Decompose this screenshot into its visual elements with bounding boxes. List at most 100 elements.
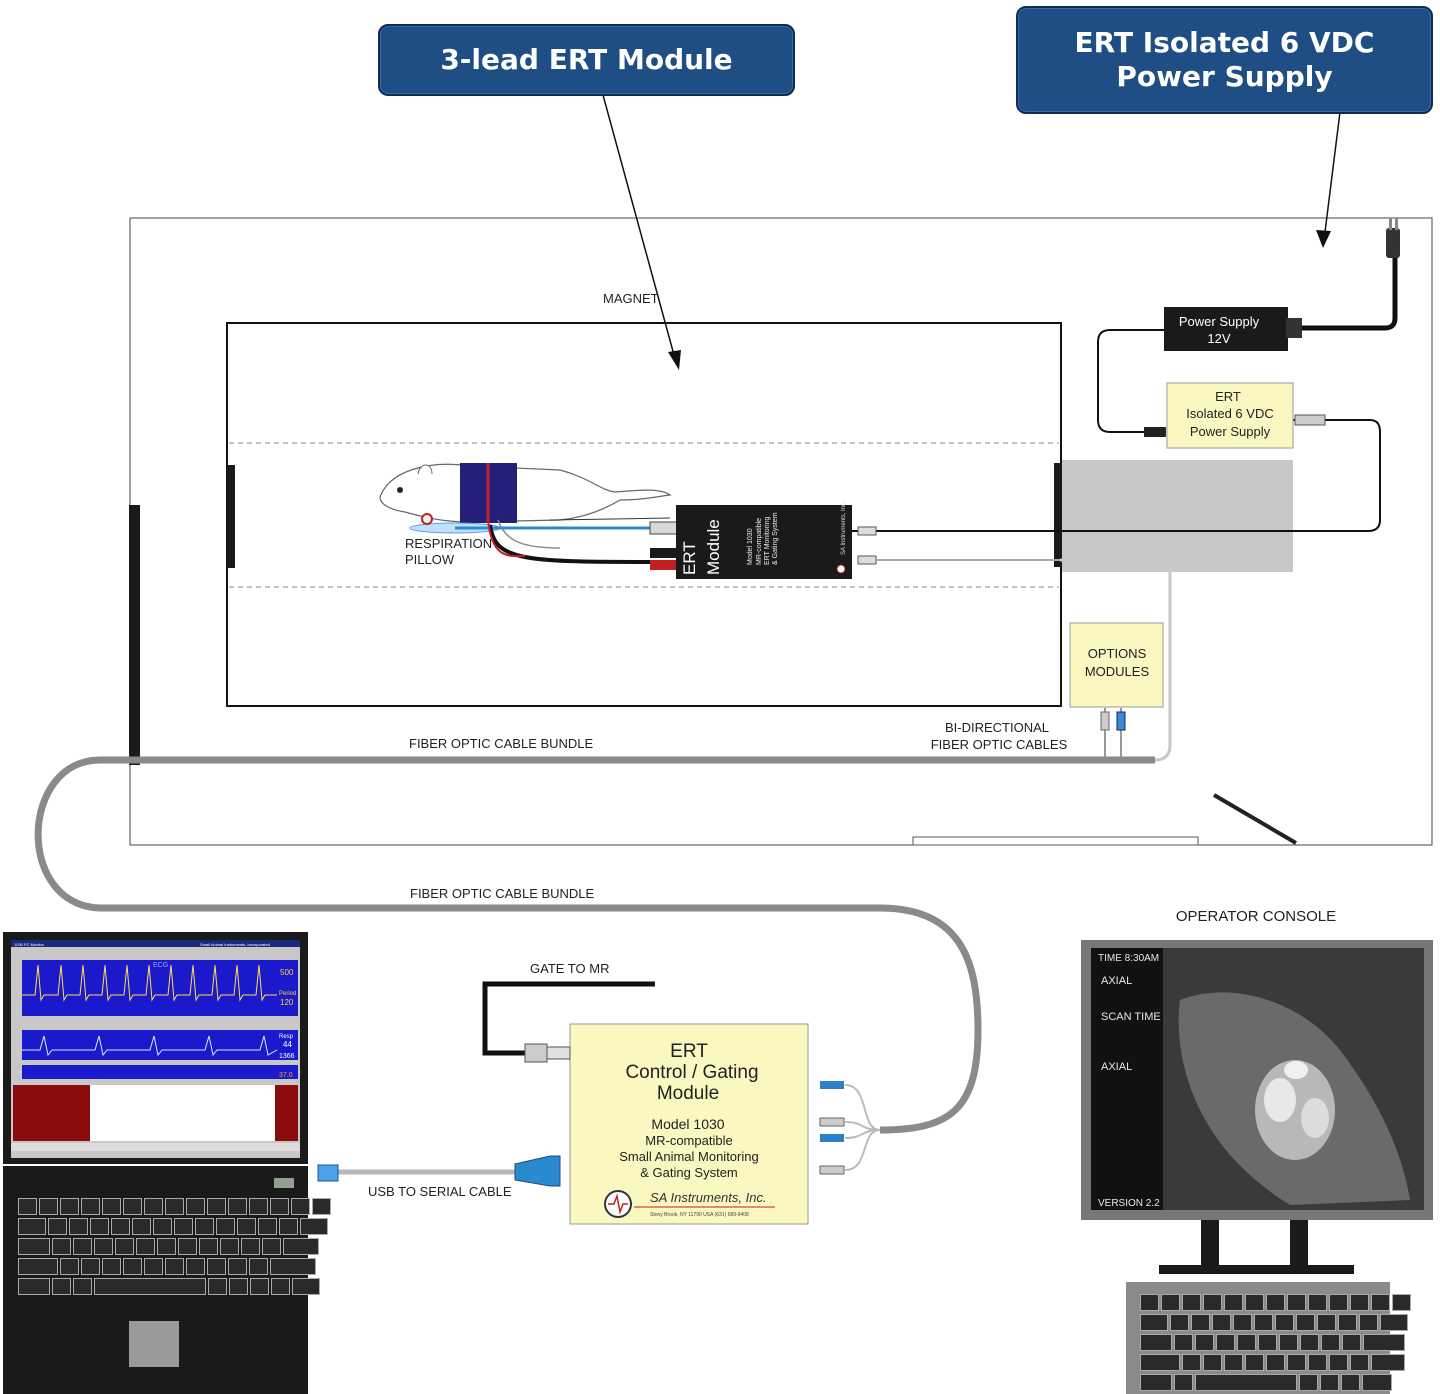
ert-out-connector-1: [857, 526, 877, 536]
ert-module-logo-icon: [836, 564, 846, 574]
callout-arrowhead-ert: [668, 350, 681, 370]
callout-ert-module: 3-lead ERT Module: [378, 24, 795, 96]
console-version: VERSION 2.2: [1098, 1198, 1160, 1209]
gating-address: Stony Brook, NY 11790 USA (631) 689-9408: [650, 1212, 749, 1218]
bnc-body: [546, 1046, 571, 1060]
ert-supply-line2: Isolated 6 VDC: [1186, 406, 1273, 421]
ps12v-line1: Power Supply: [1179, 314, 1260, 329]
gating-module-box: [569, 1023, 809, 1225]
console-axial-2: AXIAL: [1101, 1061, 1132, 1073]
isolated-supply-jack: [1294, 414, 1326, 426]
ert-module-sub-2: MR-compatible: [756, 518, 763, 565]
options-modules-box: [1069, 622, 1164, 708]
ert-isolated-supply-box: [1166, 382, 1294, 449]
gate-cable: [482, 981, 655, 1056]
magnet-left-coil: [227, 465, 235, 568]
callout-ert-module-text: 3-lead ERT Module: [440, 43, 733, 77]
screen-resp-panel: [22, 1030, 277, 1060]
screen-resp-readout: [277, 1030, 298, 1060]
ert-module-sub-1: Model 1030: [747, 528, 754, 565]
label-respiration-2: PILLOW: [405, 552, 455, 567]
power-supply-strain-relief: [1286, 318, 1302, 338]
options-connector-1: [1100, 711, 1110, 731]
label-usb-cable: USB TO SERIAL CABLE: [368, 1184, 512, 1199]
ert-module-sub-3: ERT Monitoring: [764, 517, 771, 565]
label-operator-console: OPERATOR CONSOLE: [1176, 908, 1336, 925]
ert-module-title-1: ERT: [680, 541, 699, 575]
callout-arrow-power: [1324, 111, 1341, 233]
laptop-screen-title: 1030 PC Monitor: [14, 942, 45, 947]
plug-prong-1: [1389, 218, 1392, 230]
lead-connector-black: [650, 548, 678, 558]
laptop-period-label: Period: [279, 991, 296, 997]
ert-module-brand: SA Instruments, Inc.: [841, 501, 847, 555]
gating-title-2: Control / Gating: [625, 1062, 758, 1083]
fiber-split-4: [844, 1129, 881, 1171]
ert-supply-line3: Power Supply: [1190, 424, 1271, 439]
fiber-split-2: [844, 1121, 881, 1131]
power-plug: [1386, 228, 1400, 258]
options-connector-2: [1116, 711, 1126, 731]
label-fiber-top: FIBER OPTIC CABLE BUNDLE: [409, 736, 594, 751]
penetration-panel: [1062, 460, 1293, 572]
label-fiber-bottom: FIBER OPTIC CABLE BUNDLE: [410, 886, 595, 901]
screen-ecg-readout: [277, 960, 298, 1016]
mouse-illustration: [379, 463, 672, 534]
screen-taskbar: [11, 1143, 300, 1151]
fiber-bundle: [34, 756, 1155, 1134]
laptop-touchpad: [129, 1321, 179, 1367]
laptop-temp-value: 37.0: [279, 1072, 293, 1079]
laptop-ecg-label: ECG: [153, 962, 168, 969]
lead-connector-red: [650, 560, 678, 570]
ps12v-line2: 12V: [1207, 331, 1230, 346]
resp-trace: [22, 1035, 278, 1057]
ert-module-body: [676, 505, 852, 579]
gating-brand: SA Instruments, Inc.: [650, 1190, 767, 1205]
gating-desc-3: & Gating System: [640, 1165, 738, 1180]
serial-connector: [514, 1155, 561, 1187]
callout-arrowhead-power: [1316, 230, 1331, 248]
laptop-resp-value: 44: [283, 1040, 292, 1049]
label-respiration-1: RESPIRATION: [405, 536, 492, 551]
laptop-keyboard: [18, 1198, 331, 1298]
options-line2: MODULES: [1085, 664, 1150, 679]
power-supply-12v: [1164, 307, 1288, 351]
label-bidirectional-2: FIBER OPTIC CABLES: [931, 737, 1068, 752]
laptop-resp-period: 1366: [279, 1053, 295, 1060]
isolated-supply-cable: [1060, 419, 1381, 532]
sa-logo-wave: [608, 1193, 628, 1215]
room-door-threshold: [912, 836, 1199, 846]
screen-temp-panel: [22, 1065, 277, 1079]
label-magnet: MAGNET: [603, 291, 659, 306]
screen-titlebar: [11, 940, 300, 947]
console-neck-left: [1201, 1220, 1219, 1268]
gating-model: Model 1030: [651, 1116, 724, 1132]
callout-power-supply: ERT Isolated 6 VDC Power Supply: [1016, 6, 1433, 114]
room-door: [1212, 793, 1298, 845]
power-12v-jack: [1144, 427, 1166, 437]
lead-gray: [497, 519, 561, 549]
magnet-right-coil: [1054, 463, 1062, 567]
power-cord: [1300, 255, 1398, 331]
callout-power-supply-line2: Power Supply: [1116, 60, 1333, 93]
label-bidirectional-1: BI-DIRECTIONAL: [945, 720, 1049, 735]
laptop-screen-company: Small Animal Instruments, Incorporated: [200, 942, 270, 947]
ert-module-title-2: Module: [704, 519, 723, 575]
console-scan-time: SCAN TIME: [1101, 1011, 1161, 1023]
ert-out-connector-2: [857, 555, 877, 565]
console-neck-right: [1290, 1220, 1308, 1268]
plug-prong-2: [1395, 218, 1398, 230]
ert-module-sub-4: & Gating System: [772, 512, 779, 565]
ert-supply-line1: ERT: [1215, 389, 1241, 404]
gating-title-3: Module: [657, 1083, 719, 1104]
ground-lead: [549, 517, 671, 521]
lead-red: [487, 519, 526, 558]
laptop-indicator: [274, 1178, 294, 1188]
fiber-connectors: [819, 1081, 845, 1175]
screen-temp-readout: [277, 1065, 298, 1079]
bnc-connector: [524, 1043, 548, 1063]
mri-image: [1178, 992, 1410, 1205]
gating-desc-1: MR-compatible: [645, 1133, 732, 1148]
options-line1: OPTIONS: [1088, 646, 1147, 661]
